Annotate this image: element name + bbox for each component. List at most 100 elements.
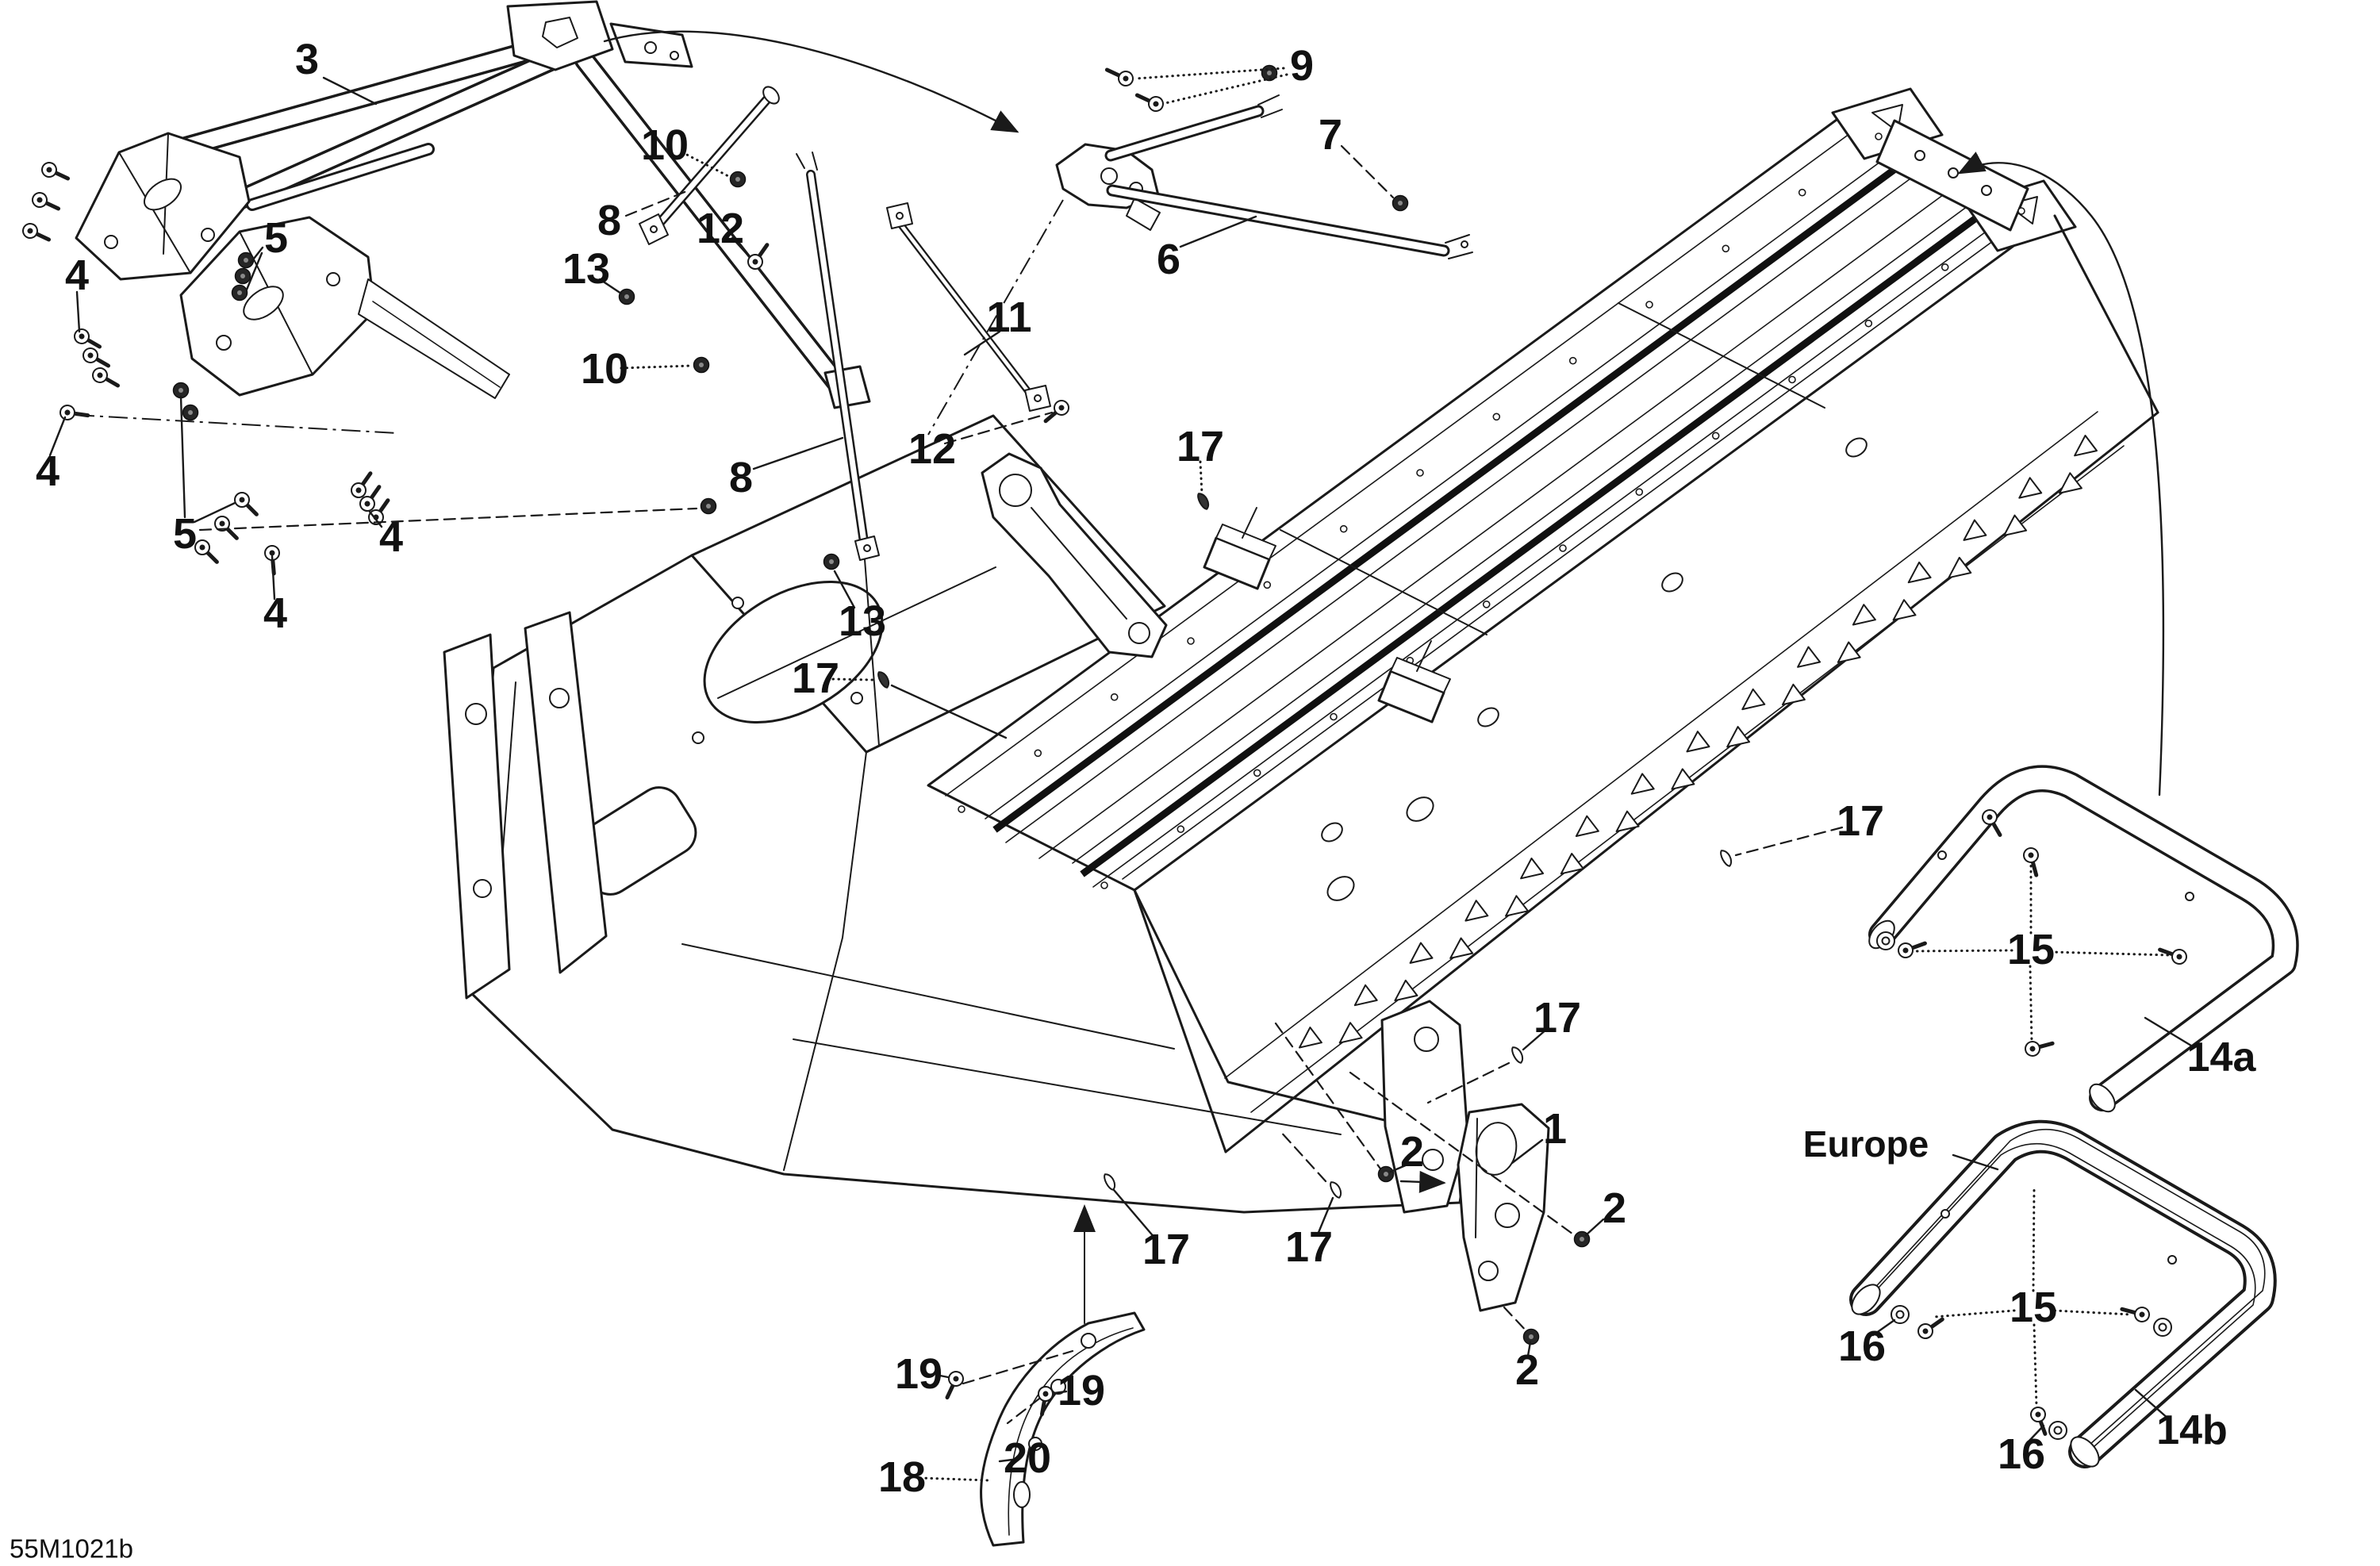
nut-glyph (700, 497, 717, 515)
callout-leader (1006, 1397, 1041, 1425)
callout-13b: 13 (839, 597, 886, 645)
screw-glyph (60, 405, 90, 420)
callout-10a: 10 (641, 121, 689, 169)
rear-support-bracket-part1 (1457, 1103, 1550, 1312)
callout-leader (2033, 1323, 2038, 1407)
traction-hole (1409, 942, 1434, 964)
traction-hole (1449, 937, 1474, 959)
tunnel-rail (992, 152, 1916, 833)
callout-leader (1340, 144, 1395, 199)
callout-leader (598, 278, 623, 295)
callout-17e: 17 (1285, 1223, 1333, 1271)
screw-glyph (1043, 400, 1069, 424)
traction-hole (1353, 984, 1378, 1007)
screw-glyph (2158, 947, 2187, 965)
callout-4d: 4 (263, 589, 287, 637)
callout-leader (2049, 950, 2171, 957)
anchor-bracket (1203, 507, 1276, 590)
callout-4a: 4 (65, 251, 89, 299)
retainer-clip-glyph (1197, 493, 1210, 510)
rivet (1492, 413, 1501, 421)
callout-leader (963, 330, 1001, 356)
tunnel-top-panel (927, 109, 2056, 892)
callout-leader (1912, 949, 2013, 953)
traction-hole (1907, 561, 1932, 584)
callout-leader (1426, 1061, 1511, 1104)
screw-glyph (2120, 1307, 2150, 1322)
callout-leader (1522, 1027, 1549, 1051)
screw-glyph (1134, 93, 1164, 112)
callout-leader (2144, 1016, 2193, 1047)
traction-hole (2059, 472, 2082, 494)
callout-leader (1179, 215, 1257, 248)
callout-leader (368, 510, 383, 528)
nut-glyph (618, 288, 635, 305)
callout-8b: 8 (729, 454, 753, 501)
callout-2a: 2 (1400, 1128, 1424, 1176)
rivet (1875, 132, 1883, 140)
screw-glyph (1104, 67, 1134, 86)
nut-glyph (172, 382, 190, 399)
nut-glyph (182, 404, 199, 421)
traction-hole (1630, 773, 1655, 795)
callout-leader (1164, 73, 1288, 105)
callout-4b: 4 (36, 447, 60, 495)
install-leader-curves (75, 30, 2165, 1334)
screw-glyph (32, 192, 61, 211)
washer-glyph (1891, 1305, 1910, 1324)
callout-11: 11 (986, 294, 1031, 341)
callout-leader (681, 151, 731, 178)
main-frame-module (443, 87, 2159, 1214)
callout-leader (2053, 1309, 2132, 1316)
rivet (1110, 693, 1119, 701)
callout-leader (1933, 1309, 2016, 1318)
rivet (1100, 881, 1108, 889)
callout-14a: 14a (2187, 1034, 2257, 1080)
rivet (958, 805, 965, 813)
callout-17d: 17 (1534, 994, 1581, 1042)
tunnel-rail (1080, 197, 2003, 877)
callout-leader (193, 501, 236, 524)
callout-leader (1584, 1218, 1605, 1237)
nut-glyph (1392, 194, 1409, 212)
front-tower-plate (524, 611, 608, 974)
retainer-clip-glyph (1511, 1046, 1524, 1064)
traction-hole (1671, 768, 1695, 790)
screw-glyph (351, 471, 373, 498)
callout-12b: 12 (908, 425, 956, 473)
traction-hole (1797, 646, 1821, 668)
tunnel-rivets (958, 132, 2025, 889)
suspension-arm-bracket (981, 452, 1168, 658)
callout-leader (1734, 826, 1844, 857)
screw-glyph (359, 485, 382, 512)
traction-hole (1892, 599, 1917, 621)
callout-8a: 8 (597, 197, 621, 244)
retainer-clip-glyph (877, 671, 890, 689)
rivet (1722, 244, 1730, 253)
traction-hole (1963, 519, 1987, 541)
callout-leader (731, 236, 750, 258)
callout-leader (752, 436, 844, 470)
callout-leader (943, 411, 1054, 445)
front-spindle-brackets (75, 132, 510, 399)
rivet (1864, 319, 1873, 328)
screw-glyph (2025, 1041, 2055, 1057)
rivet (1253, 769, 1261, 777)
callout-leader (919, 1476, 989, 1482)
callout-leader (2032, 1188, 2036, 1292)
callout-leader (1526, 1341, 1532, 1357)
callout-leader (2027, 1424, 2045, 1443)
rivet (1711, 432, 1720, 440)
rivet (1416, 469, 1424, 477)
callout-code: 55M1021b (10, 1534, 133, 1564)
callout-leader (48, 416, 67, 457)
screw-glyph (1038, 1386, 1054, 1417)
screw-glyph (74, 328, 102, 349)
callout-18: 18 (878, 1453, 926, 1501)
rivet (1034, 749, 1042, 758)
callout-leader (1511, 1138, 1544, 1165)
traction-hole (1464, 900, 1489, 922)
